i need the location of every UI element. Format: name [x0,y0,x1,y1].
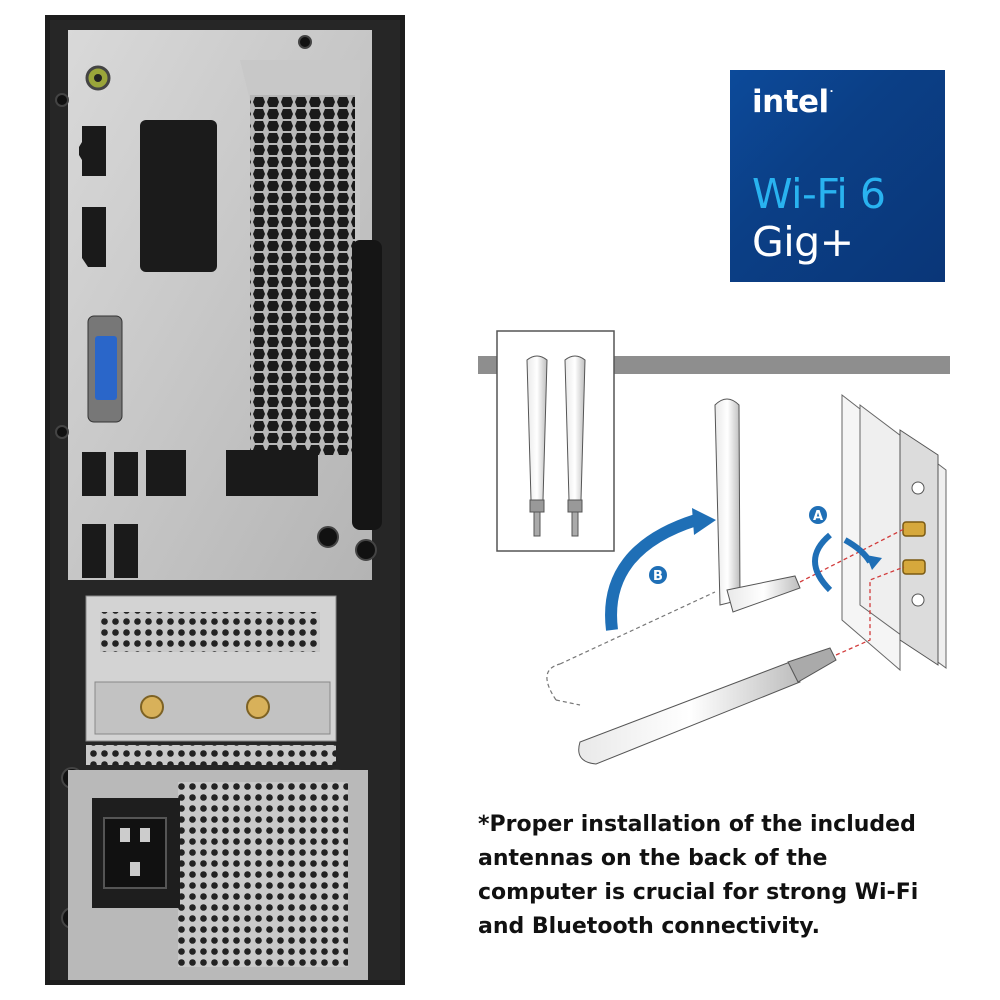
antenna-installation-diagram: B A [478,330,950,765]
pc-case [45,15,405,985]
antenna-pair-thumbnail [526,355,586,537]
installation-note: *Proper installation of the included ant… [478,812,919,939]
intel-logo: intel. [752,84,834,120]
step-a-label: A [813,509,823,524]
intel-wifi-badge [730,70,945,282]
intel-brand-text: intel [752,84,829,120]
gig-plus-text: Gig+ [752,218,854,266]
step-b-label: B [653,569,663,584]
wifi-standard-text: Wi-Fi 6 [752,170,886,218]
